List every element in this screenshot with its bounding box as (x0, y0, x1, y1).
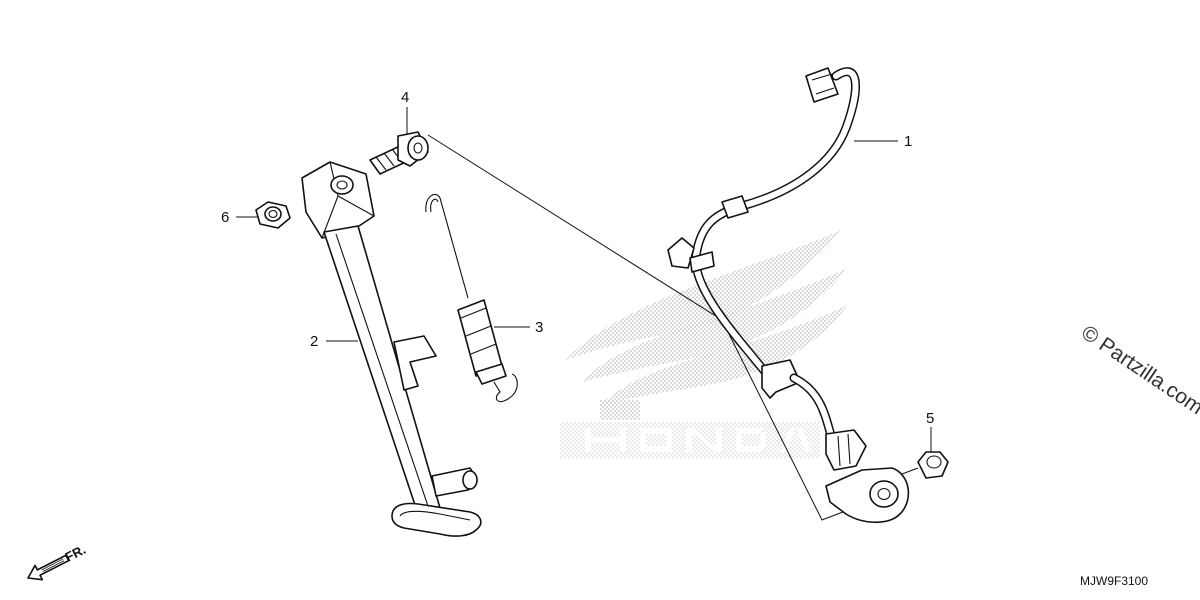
callout-3: 3 (535, 319, 543, 336)
callout-1: 1 (904, 133, 912, 150)
side-stand-nut (255, 201, 291, 229)
switch-bolt (901, 451, 949, 479)
diagram-code: MJW9F3100 (1080, 574, 1148, 588)
side-stand (301, 161, 482, 537)
callout-leaders (236, 107, 932, 452)
callout-4: 4 (401, 89, 409, 106)
side-stand-spring (425, 194, 518, 403)
watermark: © Partzilla.com (1077, 321, 1200, 419)
assembly-indicator-line (427, 134, 849, 521)
front-direction-arrow: FR. (27, 542, 88, 581)
callout-2: 2 (310, 333, 318, 350)
side-stand-bolt (369, 131, 429, 175)
callout-6: 6 (221, 209, 229, 226)
honda-wing-logo (560, 230, 848, 458)
callout-5: 5 (926, 410, 934, 427)
side-stand-switch (667, 67, 910, 524)
